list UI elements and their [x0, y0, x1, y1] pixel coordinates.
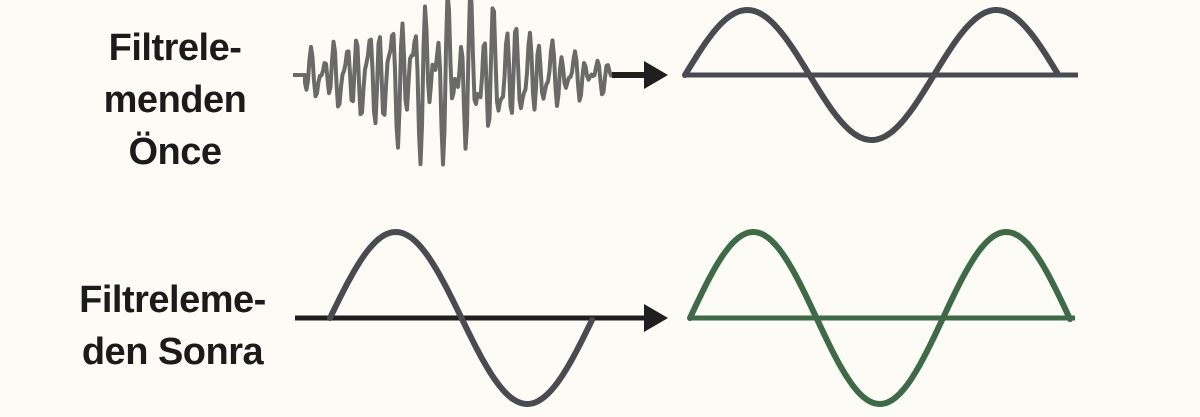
sine-wave-before	[682, 6, 1060, 143]
arrow-head-icon	[644, 61, 668, 89]
before-label-line: Filtrele-	[108, 27, 242, 69]
after-label-line: Filtreleme-	[79, 279, 266, 321]
before-label-line: menden	[103, 79, 247, 121]
before-filter-label: Filtrele- menden Önce	[60, 22, 290, 178]
arrow-head-icon	[644, 304, 668, 332]
sine-wave-input	[327, 228, 595, 407]
before-label-line: Önce	[128, 131, 222, 173]
noisy-signal	[293, 0, 615, 167]
sine-wave-filtered	[687, 228, 1073, 408]
after-filter-label: Filtreleme- den Sonra	[40, 274, 305, 378]
after-label-line: den Sonra	[81, 331, 264, 373]
